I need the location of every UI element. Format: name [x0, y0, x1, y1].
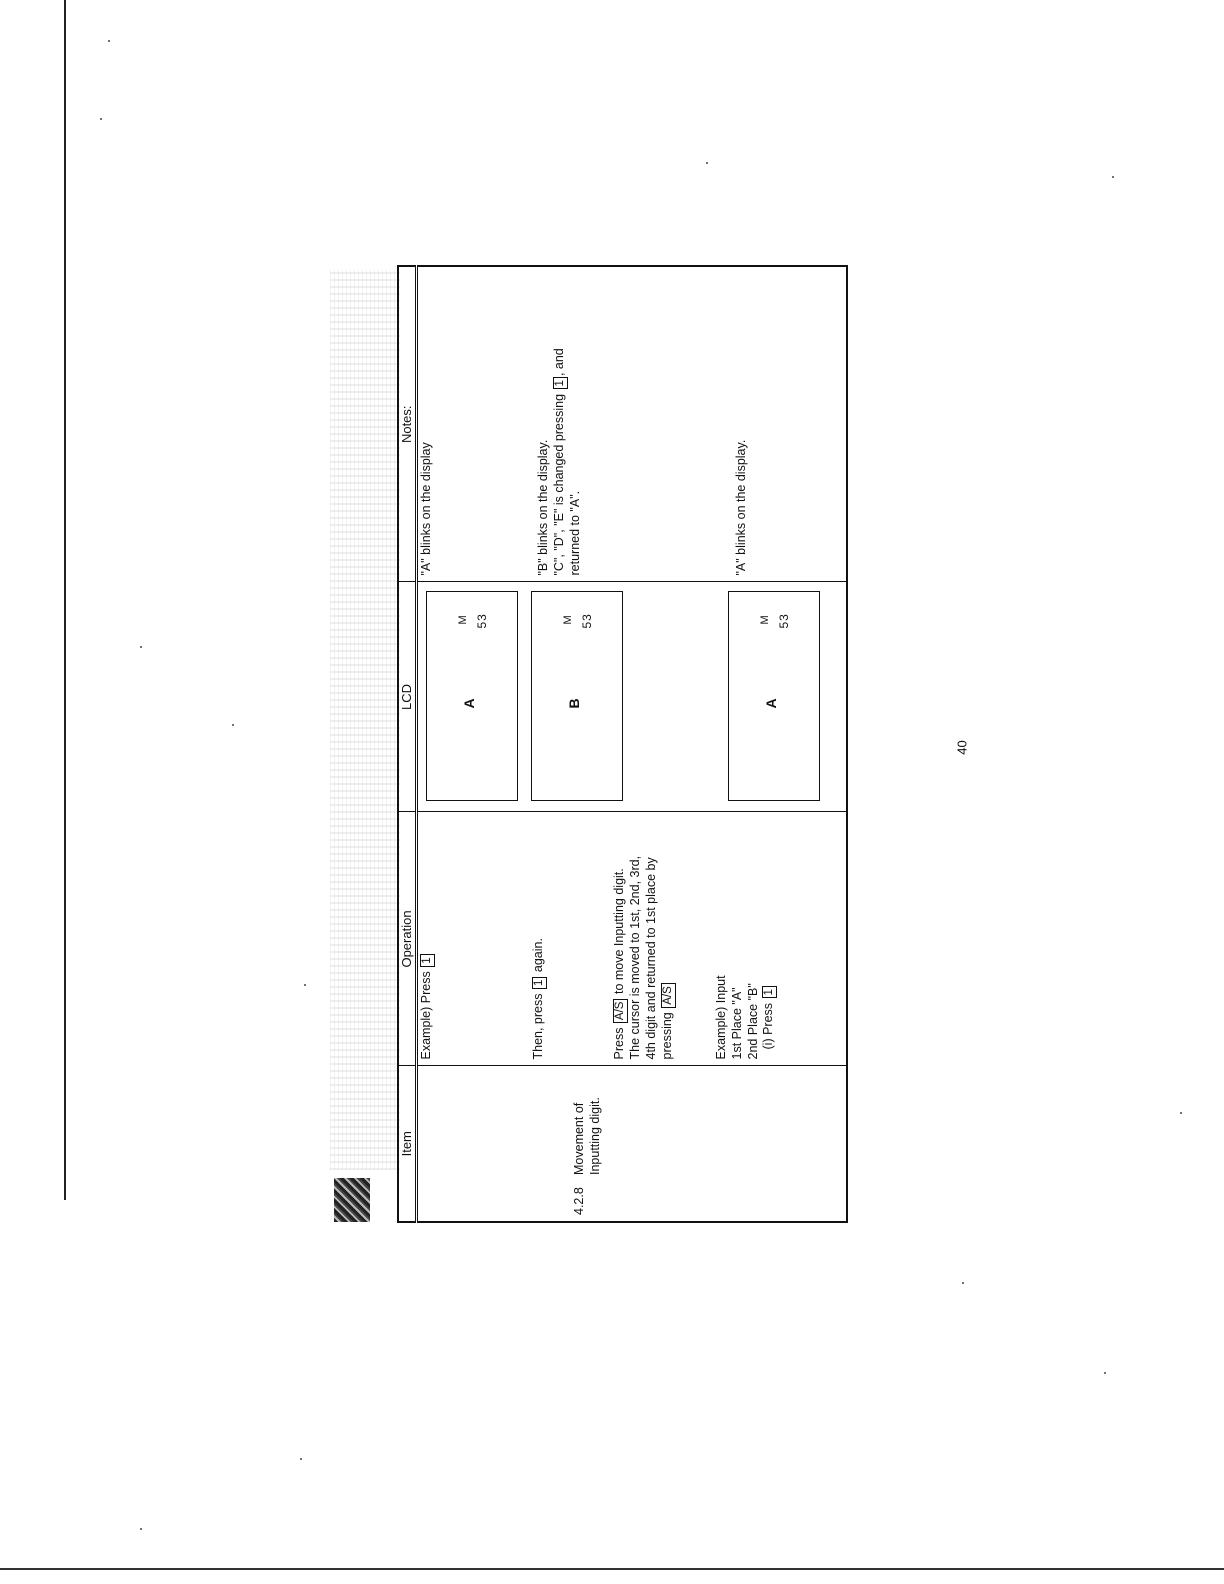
operation-text: Example) Press: [419, 971, 434, 1060]
key-as-icon: A/S: [613, 998, 629, 1024]
item-section: 4.2.8 Movement of Inputting digit.: [572, 1069, 603, 1215]
lcd-display: A M 53: [728, 591, 821, 802]
table-header-row: Item Operation LCD Notes:: [398, 266, 417, 1222]
operation-text: (i) Press: [761, 1002, 776, 1050]
scan-noise-block: [334, 1178, 370, 1222]
header-lcd: LCD: [398, 582, 417, 812]
operation-text: 2nd Place "B": [745, 983, 760, 1060]
lcd-display: B M 53: [531, 591, 624, 802]
scan-edge-left: [64, 0, 66, 1200]
note-1: "A" blinks on the display: [419, 442, 434, 576]
table-body-row: 4.2.8 Movement of Inputting digit. Exampl…: [416, 266, 848, 1222]
scan-speck: [300, 1458, 302, 1460]
operation-table: Item Operation LCD Notes: 4.2.8 Movement …: [397, 265, 849, 1223]
key-1-icon: 1: [762, 986, 778, 999]
operation-text: 1st Place "A": [729, 987, 744, 1060]
operation-text: 4th digit and returned to 1st place by: [643, 857, 658, 1060]
rotated-table-wrapper: Item Operation LCD Notes: 4.2.8 Movement …: [397, 265, 849, 1223]
scan-edge-bottom: [0, 1568, 1224, 1570]
operation-text: to move Inputting digit.: [612, 868, 627, 995]
operation-move-digit: Press A/S to move Inputting digit. The c…: [612, 816, 676, 1060]
key-1-icon: 1: [552, 377, 568, 390]
item-column: 4.2.8 Movement of Inputting digit.: [416, 1066, 848, 1222]
scan-noise-band: [330, 270, 400, 1170]
operation-then: Then, press 1 again.: [531, 938, 548, 1060]
header-notes: Notes:: [398, 266, 417, 582]
scan-speck: [140, 646, 142, 648]
scan-speck: [304, 984, 306, 986]
lcd-char: B: [566, 699, 583, 709]
notes-column: "A" blinks on the display "B" blinks on …: [416, 266, 848, 582]
scan-speck: [232, 724, 234, 726]
scan-speck: [108, 40, 110, 42]
lcd-m-indicator: M: [457, 615, 470, 625]
operation-text: Press: [612, 1027, 627, 1060]
lcd-number: 53: [475, 613, 490, 629]
operation-example-2: Example) Input 1st Place "A" 2nd Place "…: [714, 975, 778, 1060]
key-1-icon: 1: [532, 976, 548, 989]
operation-example-1: Example) Press 1: [419, 953, 436, 1060]
item-title: Movement of Inputting digit.: [572, 1097, 602, 1175]
operation-text: again.: [531, 938, 546, 973]
scan-speck: [962, 1282, 964, 1284]
key-as-icon: A/S: [660, 983, 676, 1008]
scan-speck: [1112, 176, 1114, 178]
lcd-number: 53: [777, 613, 792, 629]
operation-column: Example) Press 1 Then, press 1 again. Pr…: [416, 812, 848, 1066]
scan-speck: [100, 118, 102, 120]
scan-speck: [706, 162, 708, 164]
operation-text: pressing: [659, 1012, 674, 1060]
lcd-display: A M 53: [426, 591, 519, 802]
note-3: "A" blinks on the display.: [734, 439, 749, 576]
scan-speck: [140, 1528, 142, 1530]
page-number: 40: [954, 740, 970, 755]
lcd-char: A: [461, 699, 478, 709]
operation-text: The cursor is moved to 1st, 2nd, 3rd,: [628, 855, 643, 1060]
header-operation: Operation: [398, 812, 417, 1066]
lcd-m-indicator: M: [759, 615, 772, 625]
note-text: "C", "D", "E" is changed pressing: [551, 393, 566, 576]
note-text: returned to "A".: [567, 490, 582, 576]
header-item: Item: [398, 1066, 417, 1222]
note-2: "B" blinks on the display. "C", "D", "E"…: [536, 272, 583, 576]
lcd-m-indicator: M: [562, 615, 575, 625]
note-text: , and: [551, 348, 566, 377]
lcd-column: A M 53 B M 53 A M 53: [416, 582, 848, 812]
operation-text: Example) Input: [714, 975, 729, 1060]
scan-speck: [1180, 1112, 1182, 1114]
item-number: 4.2.8: [572, 1187, 587, 1215]
operation-text: Then, press: [531, 993, 546, 1060]
lcd-char: A: [763, 699, 780, 709]
note-text: "B" blinks on the display.: [536, 439, 551, 576]
scan-speck: [1104, 1372, 1106, 1374]
key-1-icon: 1: [420, 954, 436, 967]
lcd-number: 53: [580, 613, 595, 629]
